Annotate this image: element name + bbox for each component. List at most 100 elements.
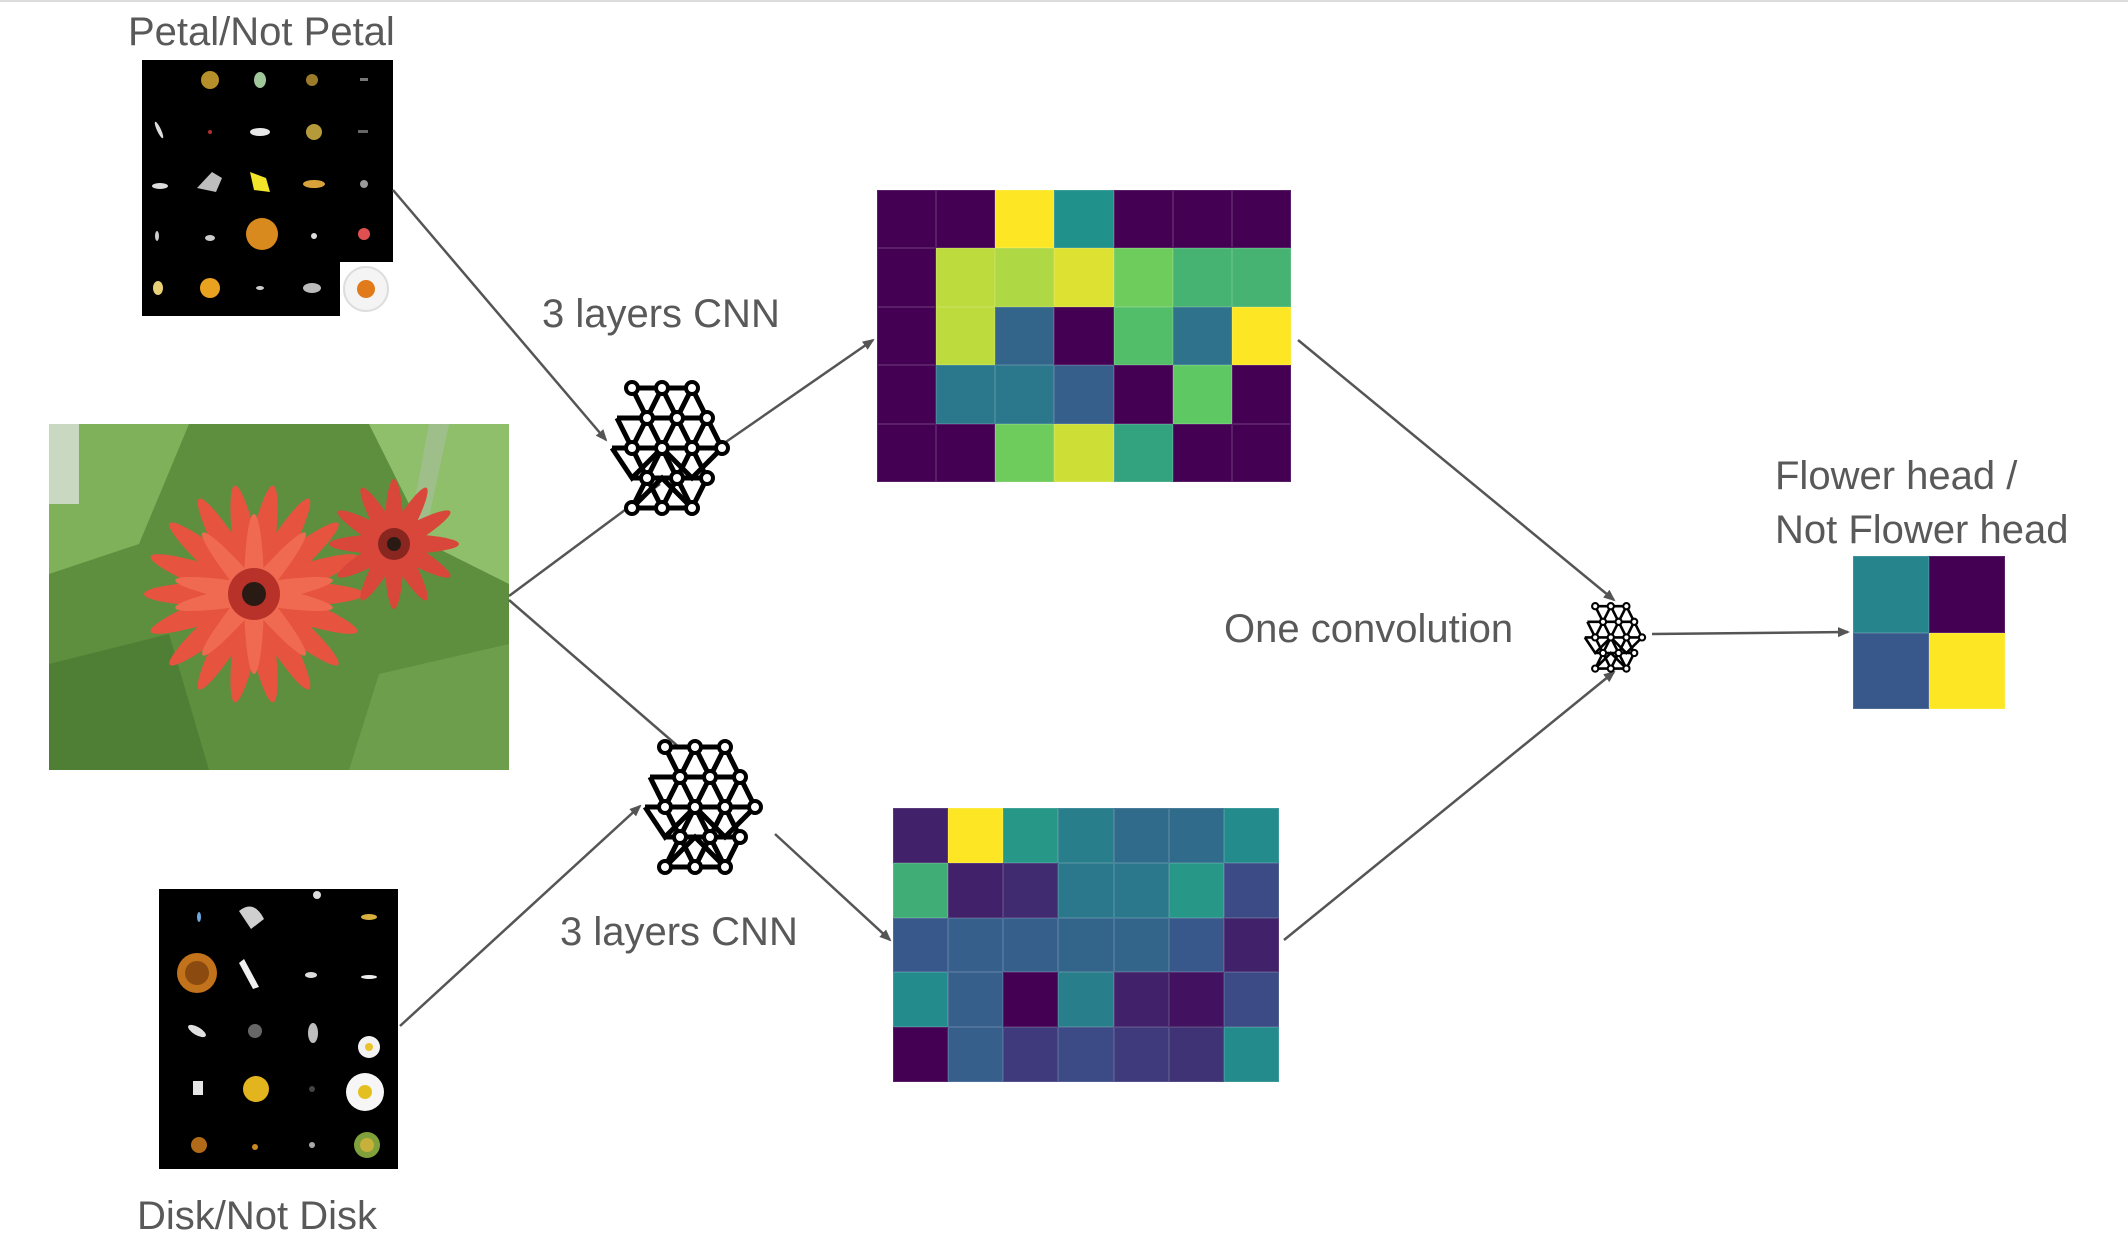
- petal-map-cell-r1-c0: [877, 248, 937, 307]
- disk-map-cell-r0-c1: [948, 808, 1004, 863]
- disk-feature-map: [893, 808, 1279, 1082]
- disk-map-cell-r3-c2: [1003, 972, 1059, 1028]
- arrow-cnn-bottom-to-disk-map: [774, 833, 892, 942]
- one-convolution-label: One convolution: [1224, 607, 1514, 651]
- petal-map-cell-r3-c1: [936, 365, 996, 424]
- disk-map-cell-r3-c0: [893, 972, 949, 1028]
- arrow-petal-to-cnn: [392, 189, 608, 442]
- disk-map-cell-r4-c3: [1058, 1027, 1114, 1082]
- disk-samples-panel: [159, 889, 398, 1169]
- arrow-conv-to-output: [1651, 627, 1850, 638]
- petal-samples-panel: [142, 60, 393, 316]
- petal-feature-map: [877, 190, 1291, 482]
- output-label-line2: Not Flower head: [1775, 508, 2069, 552]
- top-divider: [0, 0, 2128, 2]
- petal-map-cell-r0-c4: [1113, 190, 1173, 249]
- disk-map-cell-r0-c2: [1003, 808, 1059, 863]
- output-map-cell-r0-c0: [1853, 556, 1929, 633]
- disk-map-cell-r0-c6: [1223, 808, 1279, 863]
- disk-map-cell-r2-c4: [1113, 917, 1169, 973]
- petal-map-cell-r3-c5: [1172, 365, 1232, 424]
- arrow-disk-map-to-conv: [1283, 670, 1616, 941]
- flower-photo: [49, 424, 509, 770]
- output-map: [1853, 556, 2005, 709]
- petal-map-cell-r1-c2: [995, 248, 1055, 307]
- petal-map-cell-r3-c0: [877, 365, 937, 424]
- arrow-petal-map-to-conv: [1297, 339, 1616, 602]
- disk-map-cell-r4-c0: [893, 1027, 949, 1082]
- petal-map-cell-r2-c0: [877, 306, 937, 366]
- arrow-disk-to-cnn-bottom: [399, 804, 642, 1027]
- petal-map-cell-r4-c4: [1113, 423, 1173, 482]
- disk-map-cell-r3-c1: [948, 972, 1004, 1028]
- output-label-line1: Flower head /: [1775, 454, 2018, 498]
- petal-map-cell-r2-c1: [936, 306, 996, 366]
- petal-map-cell-r2-c3: [1054, 306, 1114, 366]
- petal-map-cell-r0-c6: [1231, 190, 1291, 249]
- petal-map-cell-r4-c6: [1231, 423, 1291, 482]
- output-map-cell-r0-c1: [1929, 556, 2005, 633]
- disk-map-cell-r0-c4: [1113, 808, 1169, 863]
- petal-map-cell-r1-c3: [1054, 248, 1114, 307]
- petal-map-cell-r2-c6: [1231, 306, 1291, 366]
- petal-map-cell-r4-c5: [1172, 423, 1232, 482]
- disk-map-cell-r1-c5: [1168, 862, 1224, 918]
- disk-map-cell-r0-c3: [1058, 808, 1114, 863]
- petal-map-cell-r2-c4: [1113, 306, 1173, 366]
- disk-map-cell-r4-c6: [1223, 1027, 1279, 1082]
- disk-map-cell-r3-c4: [1113, 972, 1169, 1028]
- petal-map-cell-r4-c3: [1054, 423, 1114, 482]
- disk-samples-image: [177, 891, 384, 1158]
- cnn-top-label: 3 layers CNN: [542, 292, 780, 336]
- disk-map-cell-r3-c5: [1168, 972, 1224, 1028]
- petal-map-cell-r0-c3: [1054, 190, 1114, 249]
- disk-map-cell-r1-c1: [948, 862, 1004, 918]
- arrow-cnn-top-to-petal-map: [719, 338, 875, 448]
- disk-map-cell-r1-c3: [1058, 862, 1114, 918]
- petal-map-cell-r0-c5: [1172, 190, 1232, 249]
- petal-map-cell-r2-c5: [1172, 306, 1232, 366]
- disk-map-cell-r1-c2: [1003, 862, 1059, 918]
- petal-map-cell-r1-c1: [936, 248, 996, 307]
- cnn-bottom-icon: [645, 741, 761, 873]
- output-map-cell-r1-c1: [1929, 632, 2005, 709]
- petal-map-cell-r4-c2: [995, 423, 1055, 482]
- petal-map-cell-r3-c3: [1054, 365, 1114, 424]
- disk-map-cell-r0-c5: [1168, 808, 1224, 863]
- petal-map-cell-r1-c4: [1113, 248, 1173, 307]
- output-map-cell-r1-c0: [1853, 632, 1929, 709]
- disk-title: Disk/Not Disk: [137, 1194, 378, 1238]
- petal-map-cell-r3-c2: [995, 365, 1055, 424]
- petal-map-cell-r4-c1: [936, 423, 996, 482]
- petal-map-cell-r4-c0: [877, 423, 937, 482]
- disk-map-cell-r4-c5: [1168, 1027, 1224, 1082]
- disk-map-cell-r2-c1: [948, 917, 1004, 973]
- disk-map-cell-r2-c3: [1058, 917, 1114, 973]
- disk-map-cell-r3-c6: [1223, 972, 1279, 1028]
- disk-map-cell-r3-c3: [1058, 972, 1114, 1028]
- petal-map-cell-r3-c6: [1231, 365, 1291, 424]
- disk-map-cell-r4-c2: [1003, 1027, 1059, 1082]
- disk-map-cell-r2-c5: [1168, 917, 1224, 973]
- petal-map-cell-r0-c0: [877, 190, 937, 249]
- disk-map-cell-r2-c2: [1003, 917, 1059, 973]
- petal-map-cell-r0-c2: [995, 190, 1055, 249]
- cnn-bottom-label: 3 layers CNN: [560, 910, 798, 954]
- disk-map-cell-r1-c0: [893, 862, 949, 918]
- petal-title: Petal/Not Petal: [128, 10, 395, 54]
- disk-map-cell-r1-c4: [1113, 862, 1169, 918]
- disk-map-cell-r1-c6: [1223, 862, 1279, 918]
- disk-map-cell-r2-c0: [893, 917, 949, 973]
- disk-map-cell-r4-c1: [948, 1027, 1004, 1082]
- petal-map-cell-r1-c6: [1231, 248, 1291, 307]
- disk-map-cell-r4-c4: [1113, 1027, 1169, 1082]
- petal-map-cell-r0-c1: [936, 190, 996, 249]
- cnn-top-icon: [612, 382, 728, 514]
- petal-map-cell-r2-c2: [995, 306, 1055, 366]
- petal-map-cell-r3-c4: [1113, 365, 1173, 424]
- disk-map-cell-r0-c0: [893, 808, 949, 863]
- petal-samples-image: [152, 71, 393, 316]
- petal-map-cell-r1-c5: [1172, 248, 1232, 307]
- arrow-photo-to-cnn-bottom: [508, 599, 681, 749]
